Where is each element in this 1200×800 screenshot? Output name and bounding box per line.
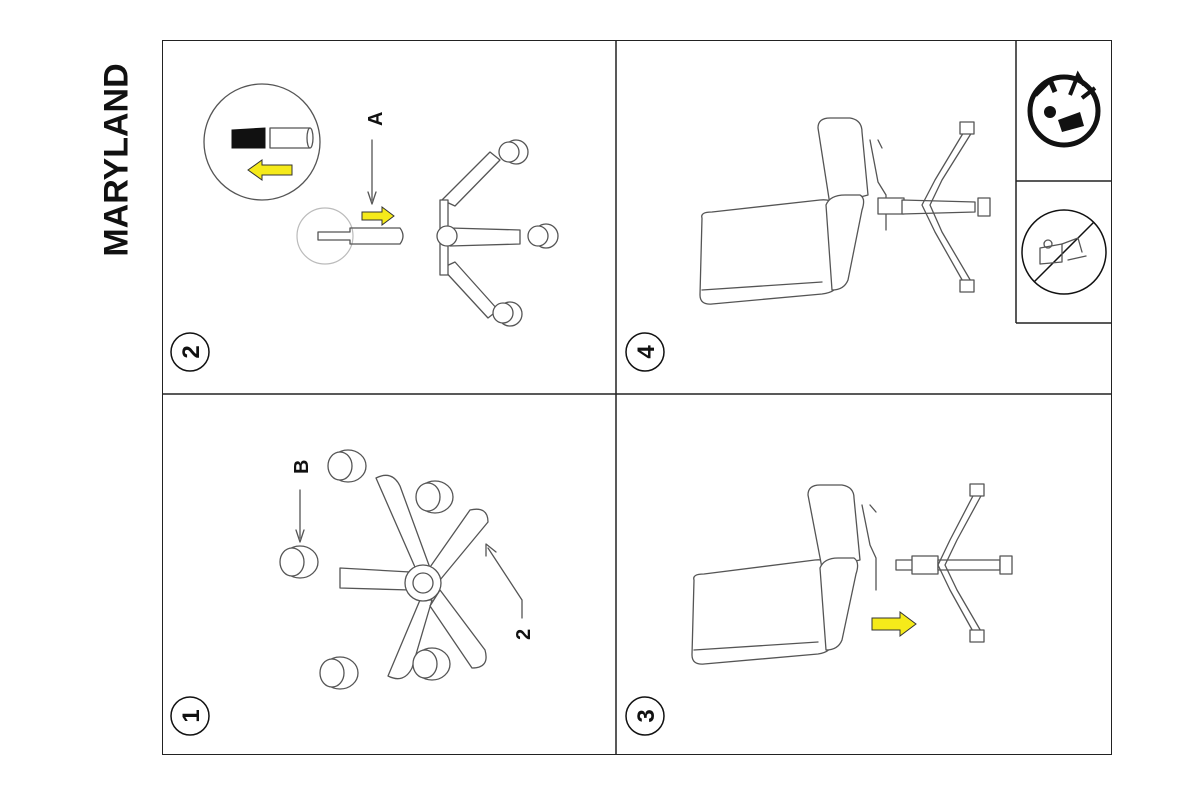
panel-step-1: B 2 1 bbox=[170, 449, 535, 736]
rotation-warning-icon bbox=[1027, 70, 1101, 148]
step-4-badge bbox=[625, 332, 665, 372]
yellow-arrow-right bbox=[871, 611, 917, 637]
grid-lines bbox=[162, 40, 1112, 755]
step-3-number: 3 bbox=[633, 709, 660, 722]
label-b: B bbox=[291, 460, 313, 474]
panel-step-3: 3 bbox=[625, 483, 1013, 736]
label-2: 2 bbox=[513, 629, 535, 640]
chair-base-with-gaslift bbox=[895, 483, 1013, 643]
step-1-number: 1 bbox=[178, 709, 205, 722]
panel-step-4: 4 bbox=[625, 117, 991, 372]
chair-seat-separate bbox=[691, 484, 877, 665]
step-4-number: 4 bbox=[633, 345, 660, 359]
panel-step-2: A 2 bbox=[170, 83, 559, 372]
no-tilt-icon bbox=[1021, 209, 1107, 295]
step-2-badge bbox=[170, 332, 210, 372]
yellow-arrow-right-small bbox=[361, 206, 395, 226]
instruction-grid bbox=[162, 40, 1112, 755]
detail-highlight-circle bbox=[296, 207, 354, 265]
yellow-arrow-left bbox=[247, 159, 293, 181]
chair-seat-assembled bbox=[699, 117, 991, 305]
step-3-badge bbox=[625, 696, 665, 736]
step-2-number: 2 bbox=[178, 345, 205, 358]
step-1-badge bbox=[170, 696, 210, 736]
label-a: A bbox=[365, 112, 387, 126]
chair-base-top-view bbox=[279, 449, 489, 690]
chair-base-side bbox=[436, 139, 559, 327]
glide-cap bbox=[231, 127, 266, 149]
